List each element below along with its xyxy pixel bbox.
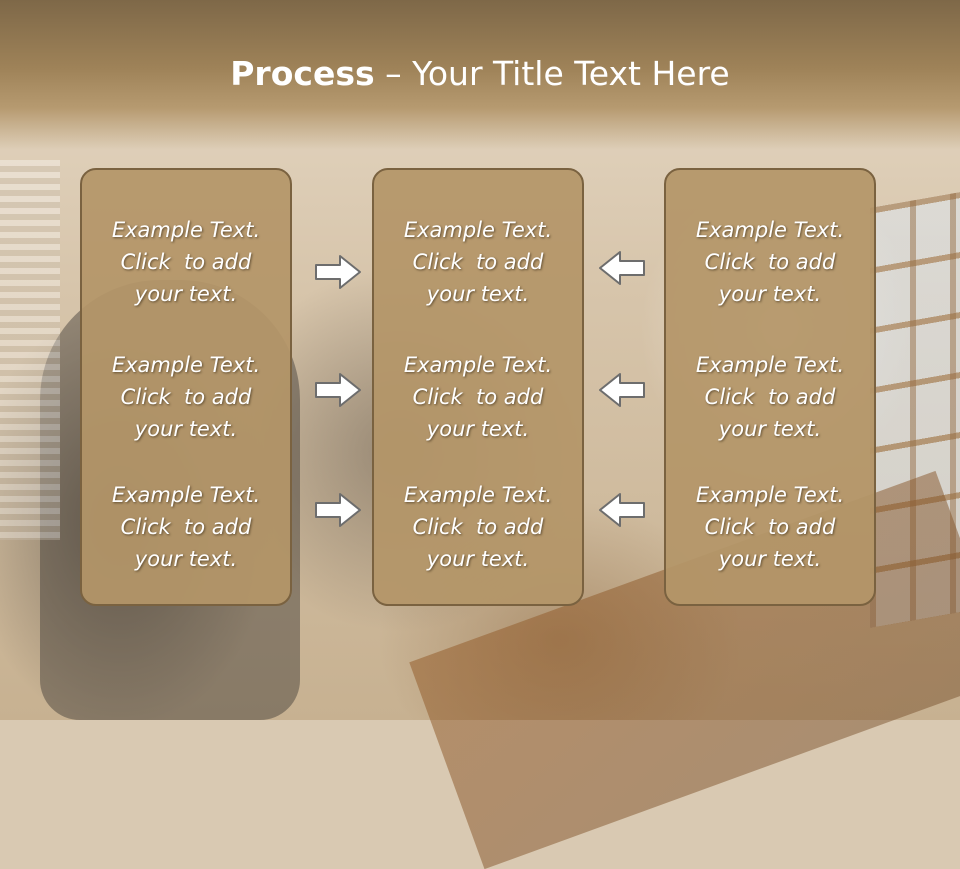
- text-box-right[interactable]: Example Text. Click to add your text. Ex…: [664, 168, 876, 606]
- text-line: Click to add: [412, 385, 544, 409]
- text-line: your text.: [426, 417, 530, 441]
- text-line: Example Text.: [111, 353, 261, 377]
- text-line: Click to add: [412, 515, 544, 539]
- text-line: Example Text.: [111, 218, 261, 242]
- text-item[interactable]: Example Text. Click to add your text.: [666, 479, 874, 575]
- text-item[interactable]: Example Text. Click to add your text.: [666, 349, 874, 445]
- text-line: Example Text.: [403, 353, 553, 377]
- text-line: your text.: [718, 417, 822, 441]
- text-line: Click to add: [120, 515, 252, 539]
- text-line: Click to add: [412, 250, 544, 274]
- title-rest-text: – Your Title Text Here: [374, 54, 730, 93]
- left-arrow-icon: [599, 373, 645, 407]
- text-line: Click to add: [704, 515, 836, 539]
- text-line: your text.: [134, 282, 238, 306]
- title-band: [0, 0, 960, 150]
- text-line: Click to add: [120, 385, 252, 409]
- text-item[interactable]: Example Text. Click to add your text.: [374, 479, 582, 575]
- text-item[interactable]: Example Text. Click to add your text.: [82, 349, 290, 445]
- text-line: Click to add: [704, 250, 836, 274]
- text-item[interactable]: Example Text. Click to add your text.: [374, 349, 582, 445]
- left-arrow-icon: [599, 493, 645, 527]
- left-arrow-icon: [599, 251, 645, 285]
- text-item[interactable]: Example Text. Click to add your text.: [82, 214, 290, 310]
- text-box-center[interactable]: Example Text. Click to add your text. Ex…: [372, 168, 584, 606]
- text-line: your text.: [134, 417, 238, 441]
- background-window-blind: [0, 160, 60, 540]
- text-item[interactable]: Example Text. Click to add your text.: [666, 214, 874, 310]
- text-line: Example Text.: [111, 483, 261, 507]
- text-item[interactable]: Example Text. Click to add your text.: [82, 479, 290, 575]
- text-line: your text.: [718, 547, 822, 571]
- text-line: Example Text.: [403, 483, 553, 507]
- text-line: your text.: [426, 282, 530, 306]
- text-line: your text.: [718, 282, 822, 306]
- text-line: Example Text.: [695, 353, 845, 377]
- text-item[interactable]: Example Text. Click to add your text.: [374, 214, 582, 310]
- text-line: Example Text.: [695, 483, 845, 507]
- title-bold-text: Process: [230, 54, 375, 93]
- text-line: Click to add: [704, 385, 836, 409]
- right-arrow-icon: [315, 373, 361, 407]
- text-line: your text.: [134, 547, 238, 571]
- text-line: Click to add: [120, 250, 252, 274]
- right-arrow-icon: [315, 255, 361, 289]
- right-arrow-icon: [315, 493, 361, 527]
- text-line: your text.: [426, 547, 530, 571]
- slide-title[interactable]: Process – Your Title Text Here: [0, 52, 960, 96]
- text-box-left[interactable]: Example Text. Click to add your text. Ex…: [80, 168, 292, 606]
- text-line: Example Text.: [403, 218, 553, 242]
- text-line: Example Text.: [695, 218, 845, 242]
